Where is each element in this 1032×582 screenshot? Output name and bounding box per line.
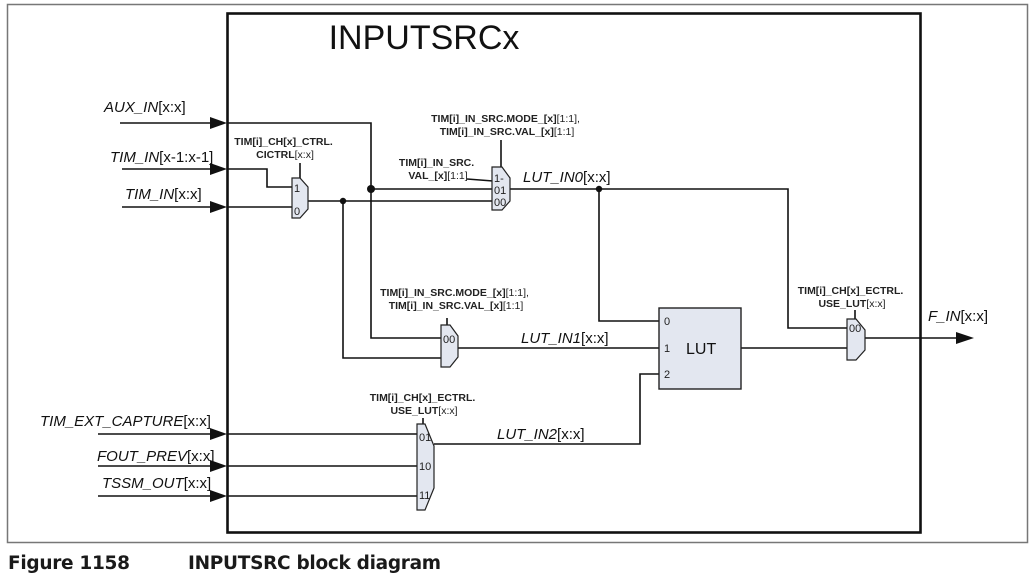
input-arrow-fout-prev <box>98 460 227 472</box>
lut-port-label: 2 <box>664 369 670 381</box>
mux-port-label: 10 <box>419 461 431 473</box>
block-title: INPUTSRCx <box>329 19 520 57</box>
wire-aux-in <box>227 122 441 339</box>
inputsrc-block <box>226 12 922 534</box>
control-label-cictrl: TIM[i]_CH[x]_CTRL. CICTRL[x:x] <box>234 136 336 161</box>
mux-port-label: 01 <box>419 432 431 444</box>
control-label-in-src-val-0: TIM[i]_IN_SRC. VAL_[x][1:1] <box>399 157 477 182</box>
signal-label-lut-in1: LUT_IN1[x:x] <box>521 330 609 347</box>
control-label-use-lut-in2: TIM[i]_CH[x]_ECTRL. USE_LUT[x:x] <box>370 392 479 417</box>
wire-tim-in-prev <box>227 168 293 188</box>
input-arrow-tim-in <box>122 201 227 213</box>
output-label-f-in: F_IN[x:x] <box>928 308 988 325</box>
figure-number: Figure 1158 <box>8 553 130 574</box>
mux-lut-in1: 00 <box>440 324 459 368</box>
lut-label: LUT <box>686 341 716 358</box>
wire-lut-in2 <box>434 373 659 445</box>
mux-lut-in0: 1- 01 00 <box>491 166 511 211</box>
figure-frame <box>6 3 1029 544</box>
input-label-aux-in: AUX_IN[x:x] <box>103 99 186 116</box>
input-arrow-tim-ext-capture <box>98 428 227 440</box>
lut-port-label: 1 <box>664 343 670 355</box>
input-arrow-aux-in <box>120 117 227 129</box>
wire-lut-in0 <box>510 188 848 329</box>
lut-port-label: 0 <box>664 316 670 328</box>
lut-block: 0 1 2 LUT <box>658 307 742 390</box>
output-arrow-f-in <box>865 332 974 344</box>
control-label-in-src-mode-1: TIM[i]_IN_SRC.MODE_[x][1:1], TIM[i]_IN_S… <box>380 287 532 312</box>
mux-port-label: 1 <box>294 183 300 195</box>
mux-port-label: 01 <box>494 185 506 197</box>
mux-lut-in2: 01 10 11 <box>416 423 435 511</box>
figure-title: INPUTSRC block diagram <box>188 553 441 574</box>
control-label-use-lut-out: TIM[i]_CH[x]_ECTRL. USE_LUT[x:x] <box>798 285 907 310</box>
input-label-tim-in: TIM_IN[x:x] <box>125 186 202 203</box>
mux-output: 00 <box>846 318 866 361</box>
input-label-fout-prev: FOUT_PREV[x:x] <box>97 448 215 465</box>
mux-port-label: 1- <box>494 173 504 185</box>
signal-label-lut-in0: LUT_IN0[x:x] <box>523 169 611 186</box>
input-label-tim-ext-capture: TIM_EXT_CAPTURE[x:x] <box>40 413 211 430</box>
mux-cictrl: 1 0 <box>291 177 309 219</box>
input-arrow-tim-in-prev <box>122 163 227 175</box>
mux-port-label: 11 <box>419 490 430 502</box>
input-label-tim-in-prev: TIM_IN[x-1:x-1] <box>110 149 213 166</box>
wire-lut-in0-to-lut <box>598 189 659 322</box>
select-line-val0 <box>466 178 494 182</box>
junction-dot <box>367 185 375 193</box>
input-label-tssm-out: TSSM_OUT[x:x] <box>102 475 211 492</box>
mux-port-label: 00 <box>443 334 455 346</box>
wire-cictrl-to-mux1 <box>342 201 441 359</box>
signal-label-lut-in2: LUT_IN2[x:x] <box>497 426 585 443</box>
input-arrow-tssm-out <box>98 490 227 502</box>
control-label-in-src-mode-0: TIM[i]_IN_SRC.MODE_[x][1:1], TIM[i]_IN_S… <box>431 113 583 138</box>
mux-port-label: 00 <box>849 323 861 335</box>
mux-port-label: 0 <box>294 206 300 218</box>
mux-port-label: 00 <box>494 197 506 209</box>
